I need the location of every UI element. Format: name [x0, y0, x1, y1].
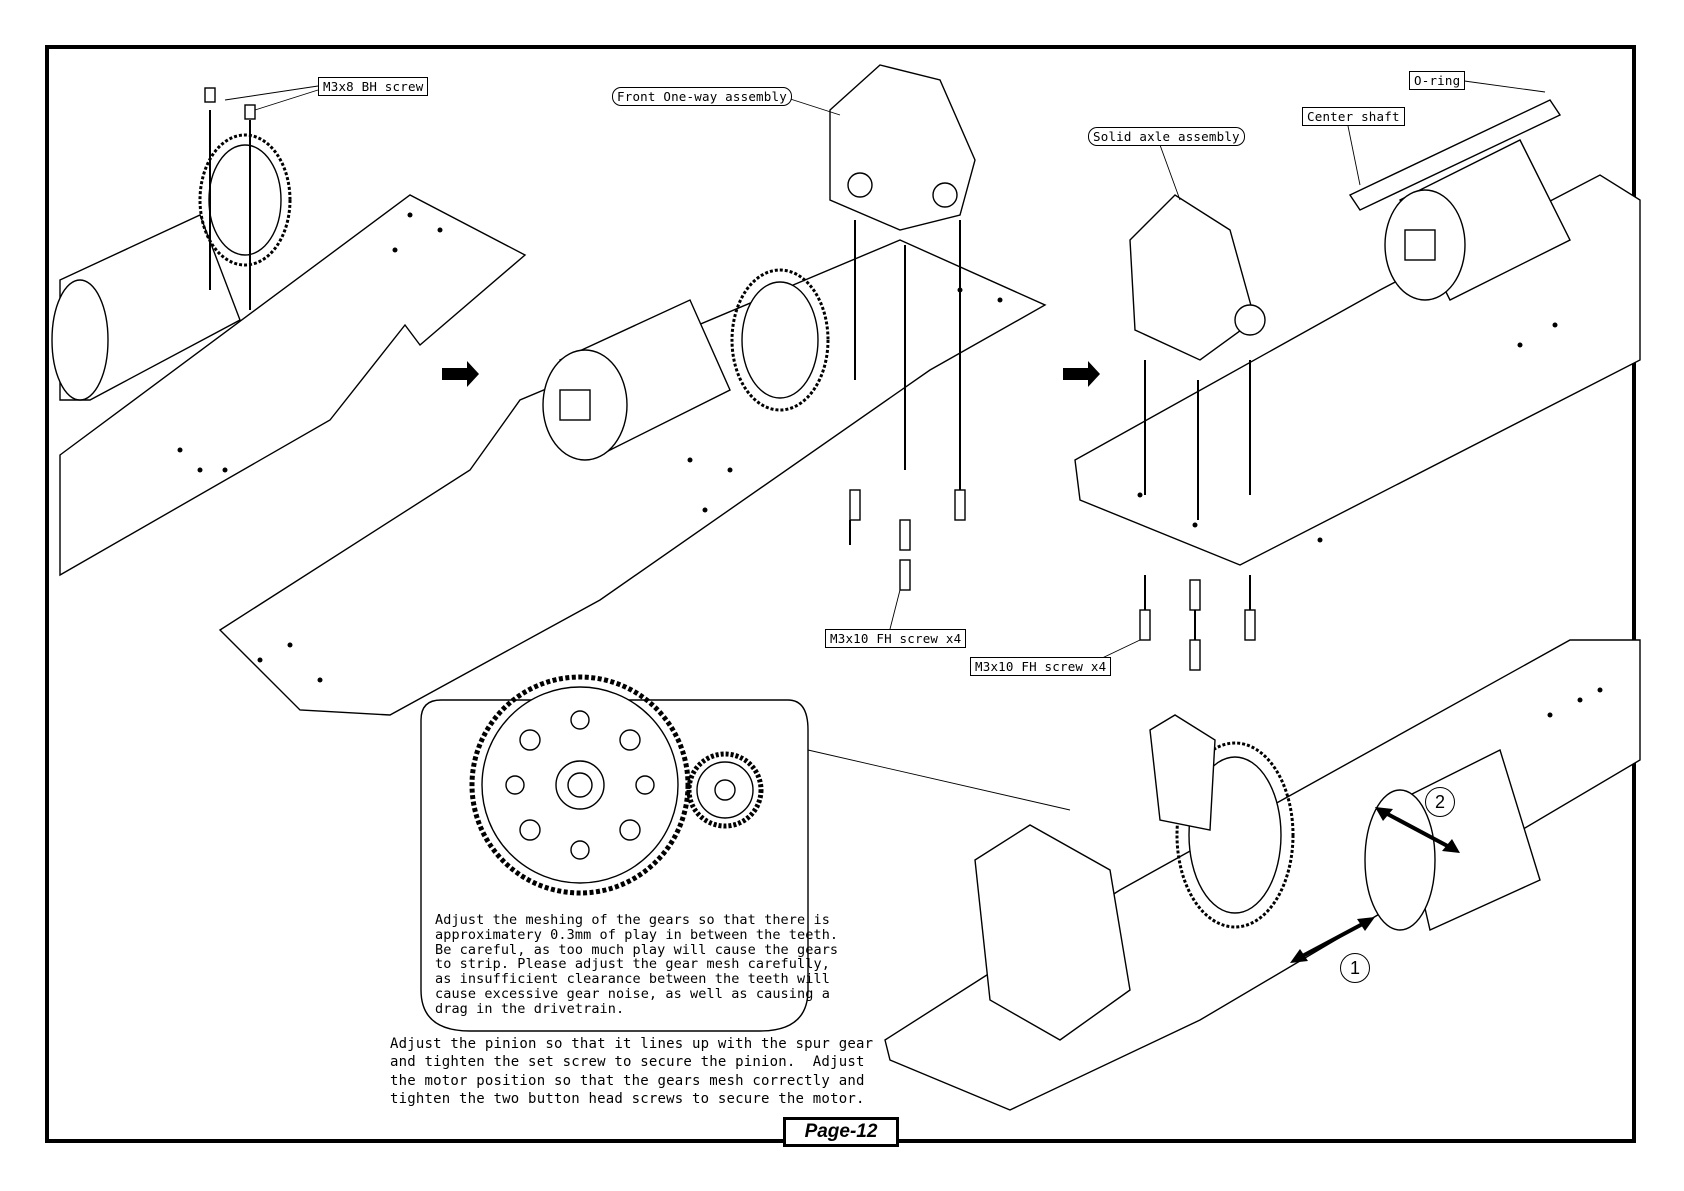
motor-right	[1384, 139, 1571, 301]
chassis-plate-left	[59, 194, 527, 577]
label-center-shaft: Center shaft	[1302, 107, 1405, 126]
gear-detail	[469, 674, 764, 896]
step-arrow-icon	[442, 361, 1100, 387]
plate-holes	[177, 212, 1603, 718]
solid-axle-gearbox	[1129, 194, 1266, 361]
screw-heads	[204, 87, 1256, 671]
leader-lines	[224, 79, 1546, 811]
front-oneway-gearbox	[829, 64, 976, 231]
label-front-oneway-assembly: Front One-way assembly	[612, 87, 792, 106]
spur-gear-left	[198, 133, 292, 267]
gear-mesh-note: Adjust the meshing of the gears so that …	[435, 912, 839, 1017]
spur-gear-middle	[730, 268, 830, 412]
motor-middle	[542, 299, 731, 461]
label-m3x8-bh-screw: M3x8 BH screw	[318, 77, 429, 96]
label-m3x10-fh-screw-right: M3x10 FH screw x4	[970, 657, 1112, 676]
label-o-ring: O-ring	[1409, 71, 1466, 90]
motor-left	[51, 214, 241, 401]
center-shaft-part	[1348, 99, 1562, 211]
label-m3x10-fh-screw-middle: M3x10 FH screw x4	[825, 629, 967, 648]
page-number: Page-12	[783, 1117, 899, 1147]
pinion-instruction: Adjust the pinion so that it lines up wi…	[390, 1036, 874, 1108]
step-marker-2: 2	[1425, 787, 1455, 817]
adjust-arrows	[1294, 808, 1456, 962]
label-solid-axle-assembly: Solid axle assembly	[1088, 127, 1245, 146]
step-marker-1: 1	[1340, 953, 1370, 983]
chassis-plate-middle	[218, 239, 1047, 716]
adjust-arrowheads	[1290, 807, 1460, 963]
bottom-gearbox	[974, 714, 1216, 1041]
